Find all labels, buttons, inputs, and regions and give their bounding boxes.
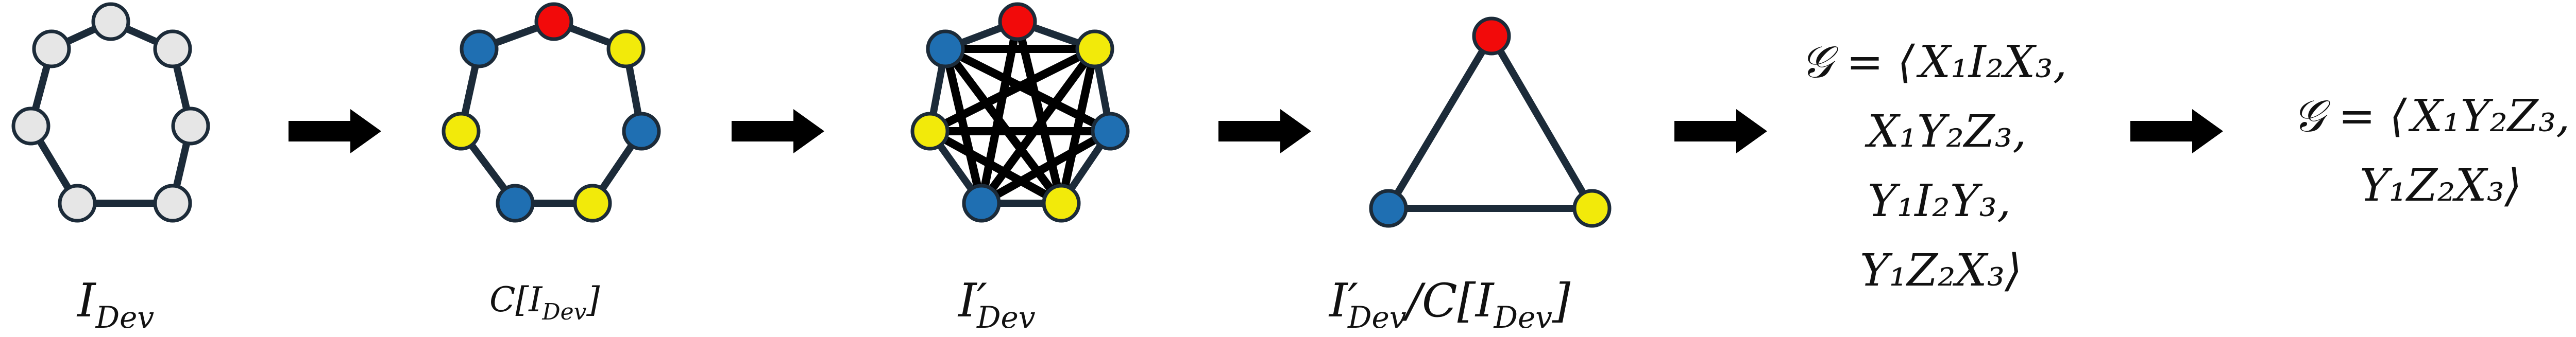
node-yellow bbox=[573, 184, 612, 223]
label-quotient-main: I bbox=[1328, 274, 1348, 328]
node-yellow bbox=[1042, 184, 1081, 223]
edge bbox=[1488, 32, 1596, 212]
generator-set-2: 𝒢 = ⟨ X₁Y₂Z₃, Y₁Z₂X₃⟩ bbox=[2293, 91, 2570, 211]
graph-idev-prime bbox=[910, 2, 1130, 223]
generator-set-1-line-4: Y₁Z₂X₃⟩ bbox=[1860, 245, 2022, 296]
node-grey bbox=[153, 184, 192, 223]
edge bbox=[1385, 32, 1495, 212]
label-cidev-sub: Dev bbox=[541, 299, 586, 325]
node-blue bbox=[1091, 112, 1130, 151]
node-red bbox=[534, 2, 573, 41]
arrow-2 bbox=[732, 109, 824, 153]
chord-edge bbox=[941, 45, 986, 207]
node-blue bbox=[496, 184, 535, 223]
node-yellow bbox=[1572, 189, 1612, 228]
node-grey bbox=[171, 107, 210, 146]
node-red bbox=[998, 2, 1037, 41]
label-idev-prime-mark: ′ bbox=[977, 274, 987, 328]
generator-set-1: 𝒢 = ⟨ X₁I₂X₃, X₁Y₂Z₃, Y₁I₂Y₃, Y₁Z₂X₃⟩ bbox=[1801, 37, 2067, 296]
node-blue bbox=[460, 29, 499, 68]
arrow-5 bbox=[2130, 109, 2223, 153]
node-blue bbox=[622, 112, 661, 151]
node-yellow bbox=[910, 112, 950, 151]
label-cidev-main: C[I bbox=[489, 280, 543, 320]
label-quotient-sub: Dev bbox=[1347, 300, 1406, 335]
node-grey bbox=[153, 29, 192, 68]
label-idev-prime-main: I bbox=[957, 274, 977, 328]
label-quotient-mark: ′ bbox=[1348, 274, 1358, 328]
graph-idev bbox=[11, 2, 210, 223]
generator-set-2-line-1: X₁Y₂Z₃, bbox=[2408, 91, 2570, 142]
generator-set-1-symbol: 𝒢 = ⟨ bbox=[1801, 37, 1916, 88]
graph-quotient bbox=[1369, 16, 1612, 228]
label-idev: IDev bbox=[76, 274, 154, 335]
label-cidev: C[IDev] bbox=[489, 280, 600, 325]
graph-cidev bbox=[442, 2, 661, 223]
label-cidev-close: ] bbox=[586, 280, 600, 320]
node-yellow bbox=[1075, 29, 1114, 68]
chord-edge bbox=[977, 127, 1114, 207]
node-grey bbox=[58, 184, 97, 223]
generator-set-2-line-2: Y₁Z₂X₃⟩ bbox=[2360, 160, 2522, 211]
chord-edge bbox=[1013, 17, 1065, 207]
chord-edge bbox=[941, 45, 1065, 207]
generator-set-1-line-1: X₁I₂X₃, bbox=[1916, 37, 2067, 88]
node-blue bbox=[926, 29, 965, 68]
label-quotient: I′Dev/C[IDev] bbox=[1328, 274, 1571, 335]
node-grey bbox=[11, 107, 50, 146]
node-grey bbox=[91, 2, 130, 41]
chord-edge bbox=[926, 127, 1065, 207]
label-idev-prime-sub: Dev bbox=[976, 300, 1036, 335]
chord-edge bbox=[1057, 45, 1099, 207]
arrow-1 bbox=[289, 109, 381, 153]
node-yellow bbox=[442, 112, 481, 151]
label-idev-main: I bbox=[76, 274, 96, 328]
generator-set-1-line-2: X₁Y₂Z₃, bbox=[1865, 106, 2027, 157]
label-quotient-mid: /C[I bbox=[1402, 274, 1495, 328]
node-red bbox=[1472, 16, 1511, 56]
label-idev-prime: I′Dev bbox=[957, 274, 1036, 335]
arrow-4 bbox=[1674, 109, 1767, 153]
node-grey bbox=[32, 29, 71, 68]
generator-set-2-symbol: 𝒢 = ⟨ bbox=[2293, 91, 2408, 142]
node-blue bbox=[1369, 189, 1408, 228]
label-quotient-sub2: Dev bbox=[1493, 300, 1552, 335]
node-yellow bbox=[606, 29, 646, 68]
label-quotient-close: ] bbox=[1552, 274, 1571, 328]
label-idev-sub: Dev bbox=[95, 300, 155, 335]
chord-edge bbox=[977, 17, 1022, 207]
arrow-3 bbox=[1218, 109, 1311, 153]
generator-set-1-line-3: Y₁I₂Y₃, bbox=[1868, 175, 2011, 227]
node-blue bbox=[962, 184, 1001, 223]
chord-edge bbox=[977, 45, 1099, 207]
